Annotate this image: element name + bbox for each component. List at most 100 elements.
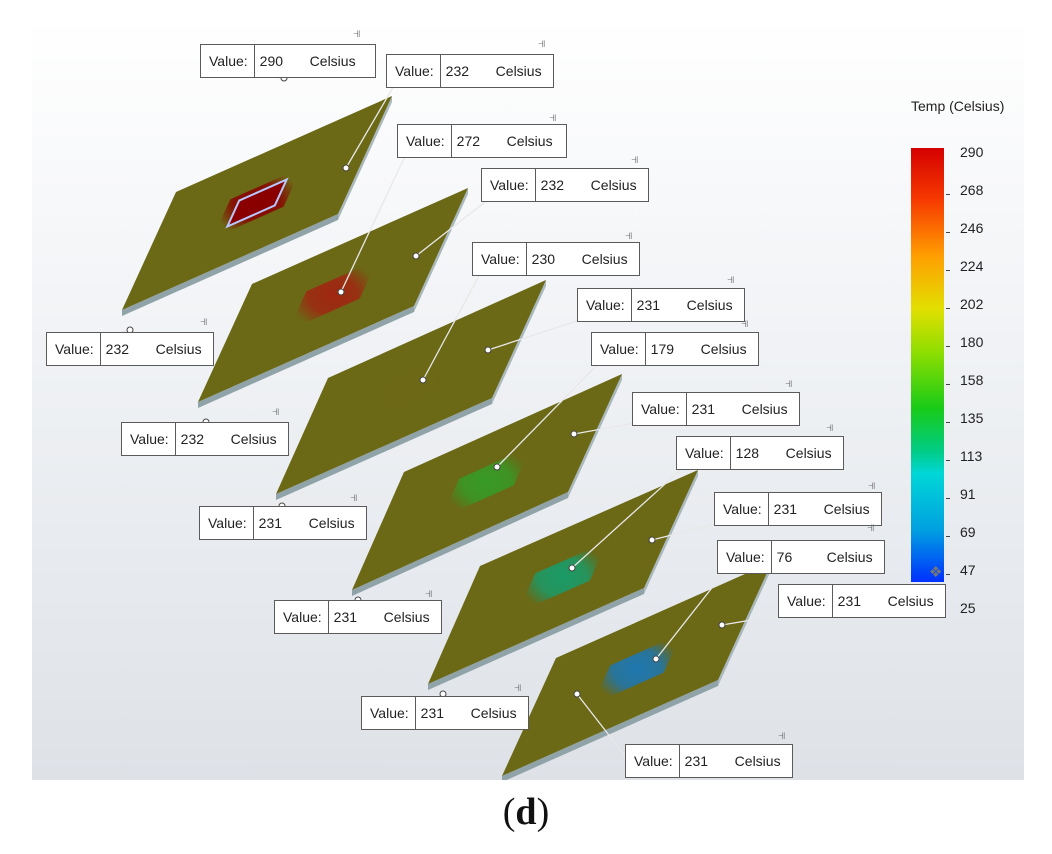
probe-value: 179 (650, 341, 675, 357)
probe-point[interactable] (484, 346, 492, 354)
pushpin-icon[interactable]: ⫣ (867, 519, 875, 534)
pushpin-icon[interactable]: ⫣ (514, 679, 522, 694)
legend-pin-icon[interactable]: ❖ (929, 564, 943, 581)
pushpin-icon[interactable]: ⫣ (785, 375, 793, 390)
legend-tick-label: 202 (960, 296, 984, 312)
probe-unit: Celsius (734, 753, 781, 769)
pushpin-icon[interactable]: ⫣ (741, 315, 749, 330)
probe-point[interactable] (493, 463, 501, 471)
probe-unit: Celsius (309, 53, 356, 69)
pushpin-icon[interactable]: ⫣ (350, 489, 358, 504)
probe-unit: Celsius (506, 133, 553, 149)
probe-point[interactable] (573, 690, 581, 698)
probe-value: 231 (333, 609, 358, 625)
pushpin-icon[interactable]: ⫣ (625, 227, 633, 242)
hot-spot (517, 541, 608, 613)
legend-tick-mark (946, 536, 950, 537)
pushpin-icon[interactable]: ⫣ (826, 419, 834, 434)
legend-tick-label: 69 (960, 524, 976, 540)
probe-label: Value: (626, 745, 680, 777)
probe-unit: Celsius (590, 177, 637, 193)
probe-value: 232 (445, 63, 470, 79)
hot-spot (592, 633, 682, 705)
probe-unit: Celsius (230, 431, 277, 447)
probe-point[interactable] (342, 164, 350, 172)
probe-unit: Celsius (470, 705, 517, 721)
pushpin-icon[interactable]: ⫣ (778, 727, 786, 742)
probe-unit: Celsius (741, 401, 788, 417)
plate-side (718, 562, 772, 686)
figure-caption: (d) (502, 791, 550, 833)
pushpin-icon[interactable]: ⫣ (538, 35, 546, 50)
pushpin-icon[interactable]: ⫣ (727, 271, 735, 286)
plate-edge (198, 306, 414, 408)
legend-tick-label: 268 (960, 182, 984, 198)
probe-point[interactable] (718, 621, 726, 629)
heat-source-outline[interactable] (225, 177, 289, 229)
probe-label: Value: (122, 423, 176, 455)
probe-value: 232 (105, 341, 130, 357)
legend-tick-mark (946, 498, 950, 499)
legend-tick-label: 180 (960, 334, 984, 350)
probe-value: 231 (837, 593, 862, 609)
plate-6 (502, 562, 772, 780)
plate-2 (198, 188, 468, 408)
pushpin-icon[interactable]: ⫣ (549, 109, 557, 124)
probe-label: Value: (362, 697, 416, 729)
legend-tick-mark (946, 194, 950, 195)
probe-value: 76 (776, 549, 793, 565)
probe-label: Value: (677, 437, 731, 469)
probe-unit: Celsius (155, 341, 202, 357)
probe-point[interactable] (570, 430, 578, 438)
pushpin-icon[interactable]: ⫣ (272, 403, 280, 418)
leader-line (576, 693, 630, 762)
legend-tick-mark (946, 574, 950, 575)
pushpin-icon[interactable]: ⫣ (200, 313, 208, 328)
probe-point[interactable] (652, 655, 660, 663)
pushpin-icon[interactable]: ⫣ (353, 25, 361, 40)
probe-point[interactable] (568, 564, 576, 572)
plate-edge (122, 214, 338, 316)
probe-label-box[interactable]: Value:231 Celsius (778, 584, 946, 618)
probe-point[interactable] (648, 536, 656, 544)
probe-value: 272 (456, 133, 481, 149)
legend-tick-label: 224 (960, 258, 984, 274)
probe-point[interactable] (412, 252, 420, 260)
legend-tick-mark (946, 232, 950, 233)
pushpin-icon[interactable]: ⫣ (425, 585, 433, 600)
pushpin-icon[interactable]: ⫣ (868, 477, 876, 492)
probe-unit: Celsius (700, 341, 747, 357)
probe-value: 231 (636, 297, 661, 313)
probe-value: 230 (531, 251, 556, 267)
hot-spot (441, 446, 532, 518)
probe-value: 231 (420, 705, 445, 721)
pushpin-icon[interactable]: ⫣ (631, 151, 639, 166)
probe-point[interactable] (337, 288, 345, 296)
probe-unit: Celsius (887, 593, 934, 609)
probe-label: Value: (779, 585, 833, 617)
probe-label-box[interactable]: Value:272 Celsius (397, 124, 567, 158)
probe-label-box[interactable]: Value:231 Celsius (361, 696, 529, 730)
probe-label: Value: (482, 169, 536, 201)
legend-tick-mark (946, 422, 950, 423)
probe-point[interactable] (419, 376, 427, 384)
legend-tick-label: 246 (960, 220, 984, 236)
probe-label: Value: (275, 601, 329, 633)
probe-label: Value: (398, 125, 452, 157)
probe-label: Value: (578, 289, 632, 321)
